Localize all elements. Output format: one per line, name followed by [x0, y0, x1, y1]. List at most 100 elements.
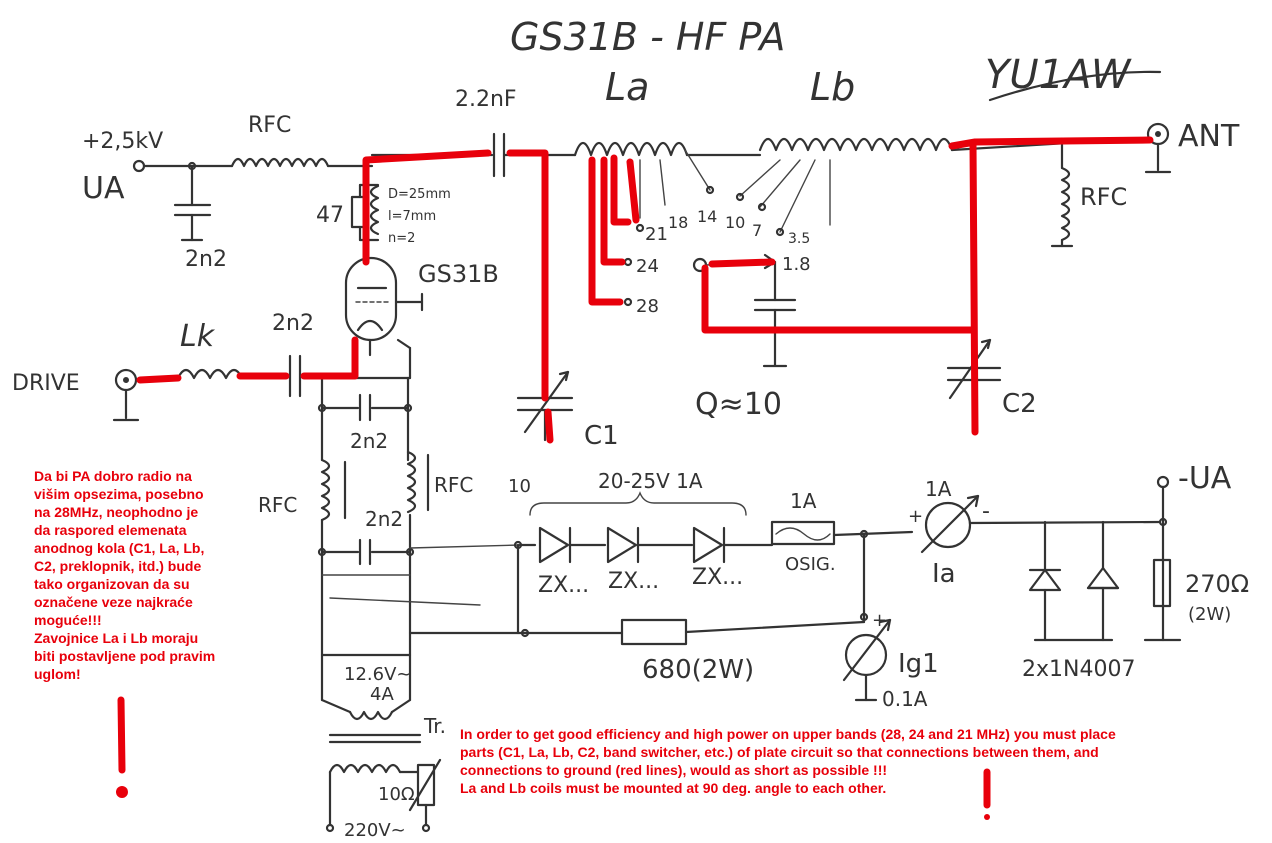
callsign-underline [988, 70, 1162, 102]
rfc-mid-extra: 10 [508, 476, 531, 497]
la-coil [573, 141, 689, 157]
diodes-label: 2x1N4007 [1022, 657, 1135, 682]
ua-label: UA [82, 171, 125, 206]
rfc-right-coil [1060, 166, 1071, 242]
r270-power-label: (2W) [1188, 604, 1231, 625]
serbian-note-line-11: biti postavljene pod pravim [34, 648, 215, 664]
serbian-note-line-6: C2, preklopnik, itd.) bude [34, 558, 201, 574]
ant-connector-inner [1155, 131, 1161, 137]
low-cap-label: 2n2 [365, 507, 403, 531]
transformer-label: Tr. [423, 714, 446, 738]
transformer-primary [328, 763, 402, 774]
zener1-symbol [538, 526, 570, 564]
plate-cap-label: 2.2nF [455, 87, 517, 112]
meter-ig-plus: + [872, 610, 887, 631]
rfc-left-coil [320, 458, 331, 522]
serbian-note-line-9: moguće!!! [34, 612, 102, 628]
fuse-rating-label: 1A [790, 489, 817, 513]
fuse-body [770, 520, 836, 546]
rfc-top-coil [230, 157, 330, 168]
lb-coil [758, 137, 954, 152]
serbian-note-line-12: uglom! [34, 666, 81, 682]
drive-label: DRIVE [12, 371, 80, 396]
meter-ia-label: Ia [932, 559, 956, 589]
red-line-plate-feed [362, 149, 492, 244]
english-note-line-4: La and Lb coils must be mounted at 90 de… [460, 780, 886, 796]
english-note: In order to get good efficiency and high… [460, 726, 1116, 796]
rfc-mid-label: RFC [434, 473, 473, 497]
red-line-tap-24 [600, 156, 626, 266]
meter-ia-plus: + [908, 506, 923, 527]
r10-label: 10Ω [378, 784, 415, 805]
red-line-tap-28 [588, 156, 624, 306]
serbian-note-line-8: označene veze najkraće [34, 594, 193, 610]
red-line-tap-21 [610, 154, 632, 226]
heater-current-label: 4A [370, 684, 394, 705]
c1-label: C1 [584, 421, 619, 451]
tube-envelope [344, 256, 398, 342]
tap-18: 18 [668, 213, 688, 232]
coil-spec-n: n=2 [388, 231, 415, 246]
serbian-note-line-4: da raspored elemenata [34, 522, 187, 538]
english-note-line-1: In order to get good efficiency and high… [460, 726, 1116, 742]
meter-ia-range-label: 1A [925, 477, 952, 501]
diagram-title: GS31B - HF PA [510, 15, 785, 59]
meter-ia-minus: - [982, 499, 990, 524]
tap-3-5: 3.5 [788, 231, 810, 247]
zener1-label: ZX... [538, 573, 589, 598]
lk-label: Lk [180, 319, 216, 354]
red-line-c2 [969, 140, 979, 436]
tap-24: 24 [636, 256, 659, 277]
zener-brace [529, 491, 747, 516]
tap-7: 7 [752, 221, 762, 240]
c1-arrow [523, 370, 570, 434]
exclamation-right-dot [984, 814, 990, 820]
serbian-note-line-1: Da bi PA dobro radio na [34, 468, 192, 484]
coil-spec-l: l=7mm [388, 209, 436, 224]
coil-spec-d: D=25mm [388, 187, 451, 202]
red-line-1-8-switch [701, 264, 976, 334]
decouple-cap-label: 2n2 [185, 247, 227, 272]
red-line-1-8-arrow [708, 258, 776, 268]
la-label: La [605, 65, 649, 109]
r680-resistor [620, 618, 688, 646]
r270-label: 270Ω [1185, 570, 1249, 598]
minus-ua-label: -UA [1178, 461, 1232, 496]
serbian-note-line-3: na 28MHz, neophodno je [34, 504, 198, 520]
red-line-cathode [300, 336, 359, 380]
callsign: YU1AW [985, 52, 1132, 98]
rfc-left-label: RFC [258, 493, 297, 517]
c2-arrow [948, 338, 992, 400]
mains-label: 220V~ [344, 820, 406, 841]
fuse-label: OSIG. [785, 554, 836, 575]
r270-resistor [1152, 558, 1172, 608]
serbian-note-line-5: anodnog kola (C1, La, Lb, [34, 540, 204, 556]
diode2-symbol [1086, 566, 1120, 590]
rfc-mid-coil [406, 450, 417, 514]
zener2-symbol [606, 526, 638, 564]
red-line-tap-18 [626, 158, 640, 224]
meter-ig-label: Ig1 [898, 649, 939, 679]
c2-label: C2 [1002, 389, 1037, 419]
drive-cap-label: 2n2 [272, 311, 314, 336]
tap-21: 21 [645, 224, 668, 245]
meter-ia-dial [924, 501, 972, 549]
tap-28: 28 [636, 296, 659, 317]
r680-label: 680(2W) [642, 655, 754, 685]
q-label: Q≈10 [695, 387, 782, 422]
zener2-label: ZX... [608, 569, 659, 594]
red-line-c1-feed [506, 149, 549, 402]
serbian-note: Da bi PA dobro radio na višim opsezima, … [34, 468, 215, 682]
zener3-label: ZX... [692, 565, 743, 590]
tap-14: 14 [697, 207, 717, 226]
lk-coil [176, 368, 244, 380]
transformer-secondary [348, 710, 394, 721]
english-note-line-2: parts (C1, La, Lb, C2, band switcher, et… [460, 744, 1099, 760]
serbian-note-line-7: tako organizovan da su [34, 576, 190, 592]
ant-label: ANT [1178, 119, 1240, 154]
serbian-note-line-2: višim opsezima, posebno [34, 486, 204, 502]
tap-10: 10 [725, 213, 745, 232]
zener3-symbol [692, 526, 724, 564]
drive-connector-inner [123, 377, 129, 383]
